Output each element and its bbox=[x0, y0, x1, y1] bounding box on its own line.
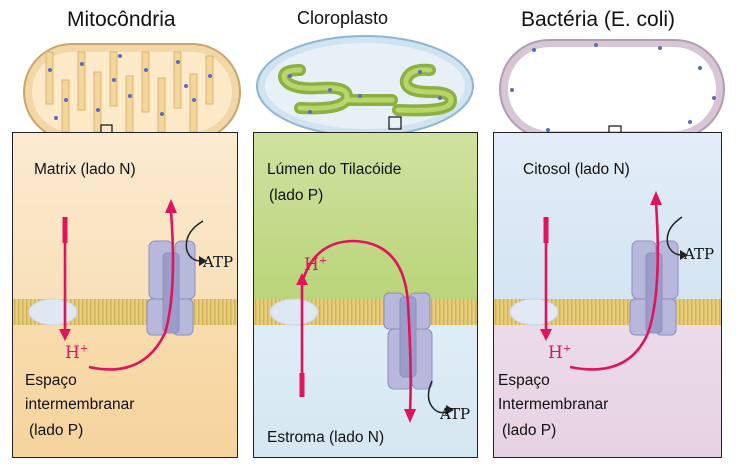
chloro-bottom-label: Estroma (lado N) bbox=[267, 429, 385, 446]
bacteria-panel: Citosol (lado N) H+ ATP Espaço Intermemb… bbox=[493, 132, 722, 458]
mitochondria-panel-graphic bbox=[13, 133, 237, 457]
organelle-illustrations bbox=[23, 35, 725, 140]
mito-bottom-label-1: Espaço bbox=[25, 372, 77, 389]
mito-top-label: Matrix (lado N) bbox=[34, 161, 136, 178]
atp-synthase bbox=[383, 292, 433, 390]
bact-proton-label: H+ bbox=[548, 343, 572, 363]
bacterium-illustration bbox=[499, 39, 725, 139]
bact-bottom-label-1: Espaço bbox=[498, 372, 550, 389]
chloroplast-illustration bbox=[256, 35, 474, 137]
bact-bottom-label-3: (lado P) bbox=[502, 422, 557, 439]
atp-synthase bbox=[146, 240, 196, 336]
mitochondrion-illustration bbox=[23, 43, 241, 140]
chloroplast-panel-graphic bbox=[254, 133, 477, 457]
mito-atp-label: ATP bbox=[203, 253, 234, 271]
chloroplast-panel: Lúmen do Tilacóide (lado P) H+ ATP Estro… bbox=[253, 132, 478, 458]
bact-bottom-label-2: Intermembranar bbox=[498, 396, 609, 413]
bacteria-panel-graphic bbox=[494, 133, 721, 457]
atp-synthase bbox=[629, 240, 679, 336]
title-chloroplast: Cloroplasto bbox=[297, 8, 389, 28]
chloro-proton-label: H+ bbox=[304, 255, 328, 275]
title-mitochondria: Mitocôndria bbox=[67, 8, 176, 31]
bact-top-label: Citosol (lado N) bbox=[523, 161, 630, 178]
bact-atp-label: ATP bbox=[684, 245, 715, 263]
mito-proton-label: H+ bbox=[65, 343, 89, 363]
chloro-top-label-1: Lúmen do Tilacóide bbox=[267, 161, 402, 178]
chloro-atp-label: ATP bbox=[440, 405, 471, 423]
chloro-top-label-2: (lado P) bbox=[269, 187, 324, 204]
mito-bottom-label-2: intermembranar bbox=[25, 396, 135, 413]
mitochondria-panel: Matrix (lado N) H+ ATP Espaço intermembr… bbox=[12, 132, 238, 458]
mito-bottom-label-3: (lado P) bbox=[29, 422, 84, 439]
title-bacteria: Bactéria (E. coli) bbox=[521, 8, 676, 31]
